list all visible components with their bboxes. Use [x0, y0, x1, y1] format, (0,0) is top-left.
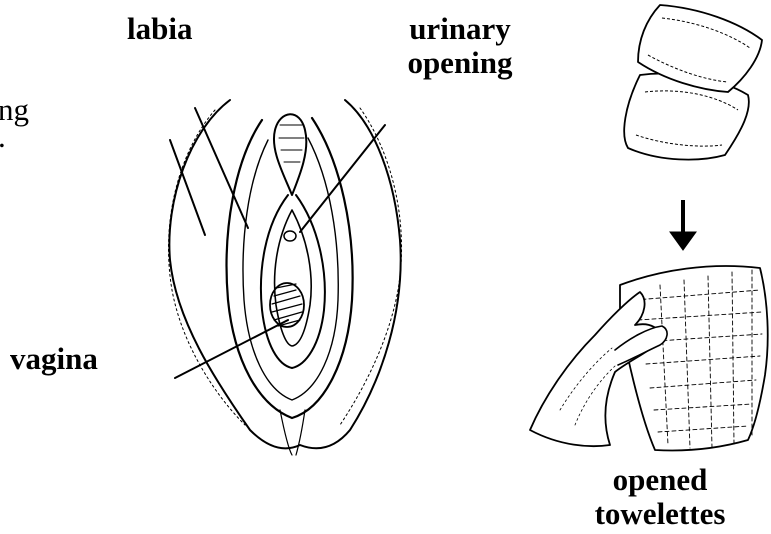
down-arrow-icon	[670, 200, 696, 250]
anatomy-drawing	[169, 100, 402, 455]
hood-ridges	[279, 125, 304, 162]
outer-contour-stipple-r	[340, 108, 402, 425]
towelette-packets	[624, 5, 762, 160]
opened-towelettes-line-1: opened	[580, 463, 740, 497]
opened-towelettes-label: opened towelettes	[580, 463, 740, 531]
opened-towelettes-line-2: towelettes	[580, 497, 740, 531]
clitoral-hood	[274, 114, 306, 195]
labia-label: labia	[127, 12, 192, 46]
labia-minora	[261, 195, 325, 368]
hand-with-towelette	[530, 266, 768, 451]
urinary-opening-label: urinary opening	[395, 12, 525, 80]
urinary-opening-line-1: urinary	[395, 12, 525, 46]
cut-text-line-2: .	[0, 120, 6, 154]
vagina-label: vagina	[10, 342, 98, 376]
urinary-opening-dot	[284, 231, 296, 241]
labia-majora	[227, 118, 353, 418]
outer-contour-stipple	[169, 110, 245, 425]
urinary-opening-line-2: opening	[395, 46, 525, 80]
pointer-urinary	[300, 125, 385, 232]
